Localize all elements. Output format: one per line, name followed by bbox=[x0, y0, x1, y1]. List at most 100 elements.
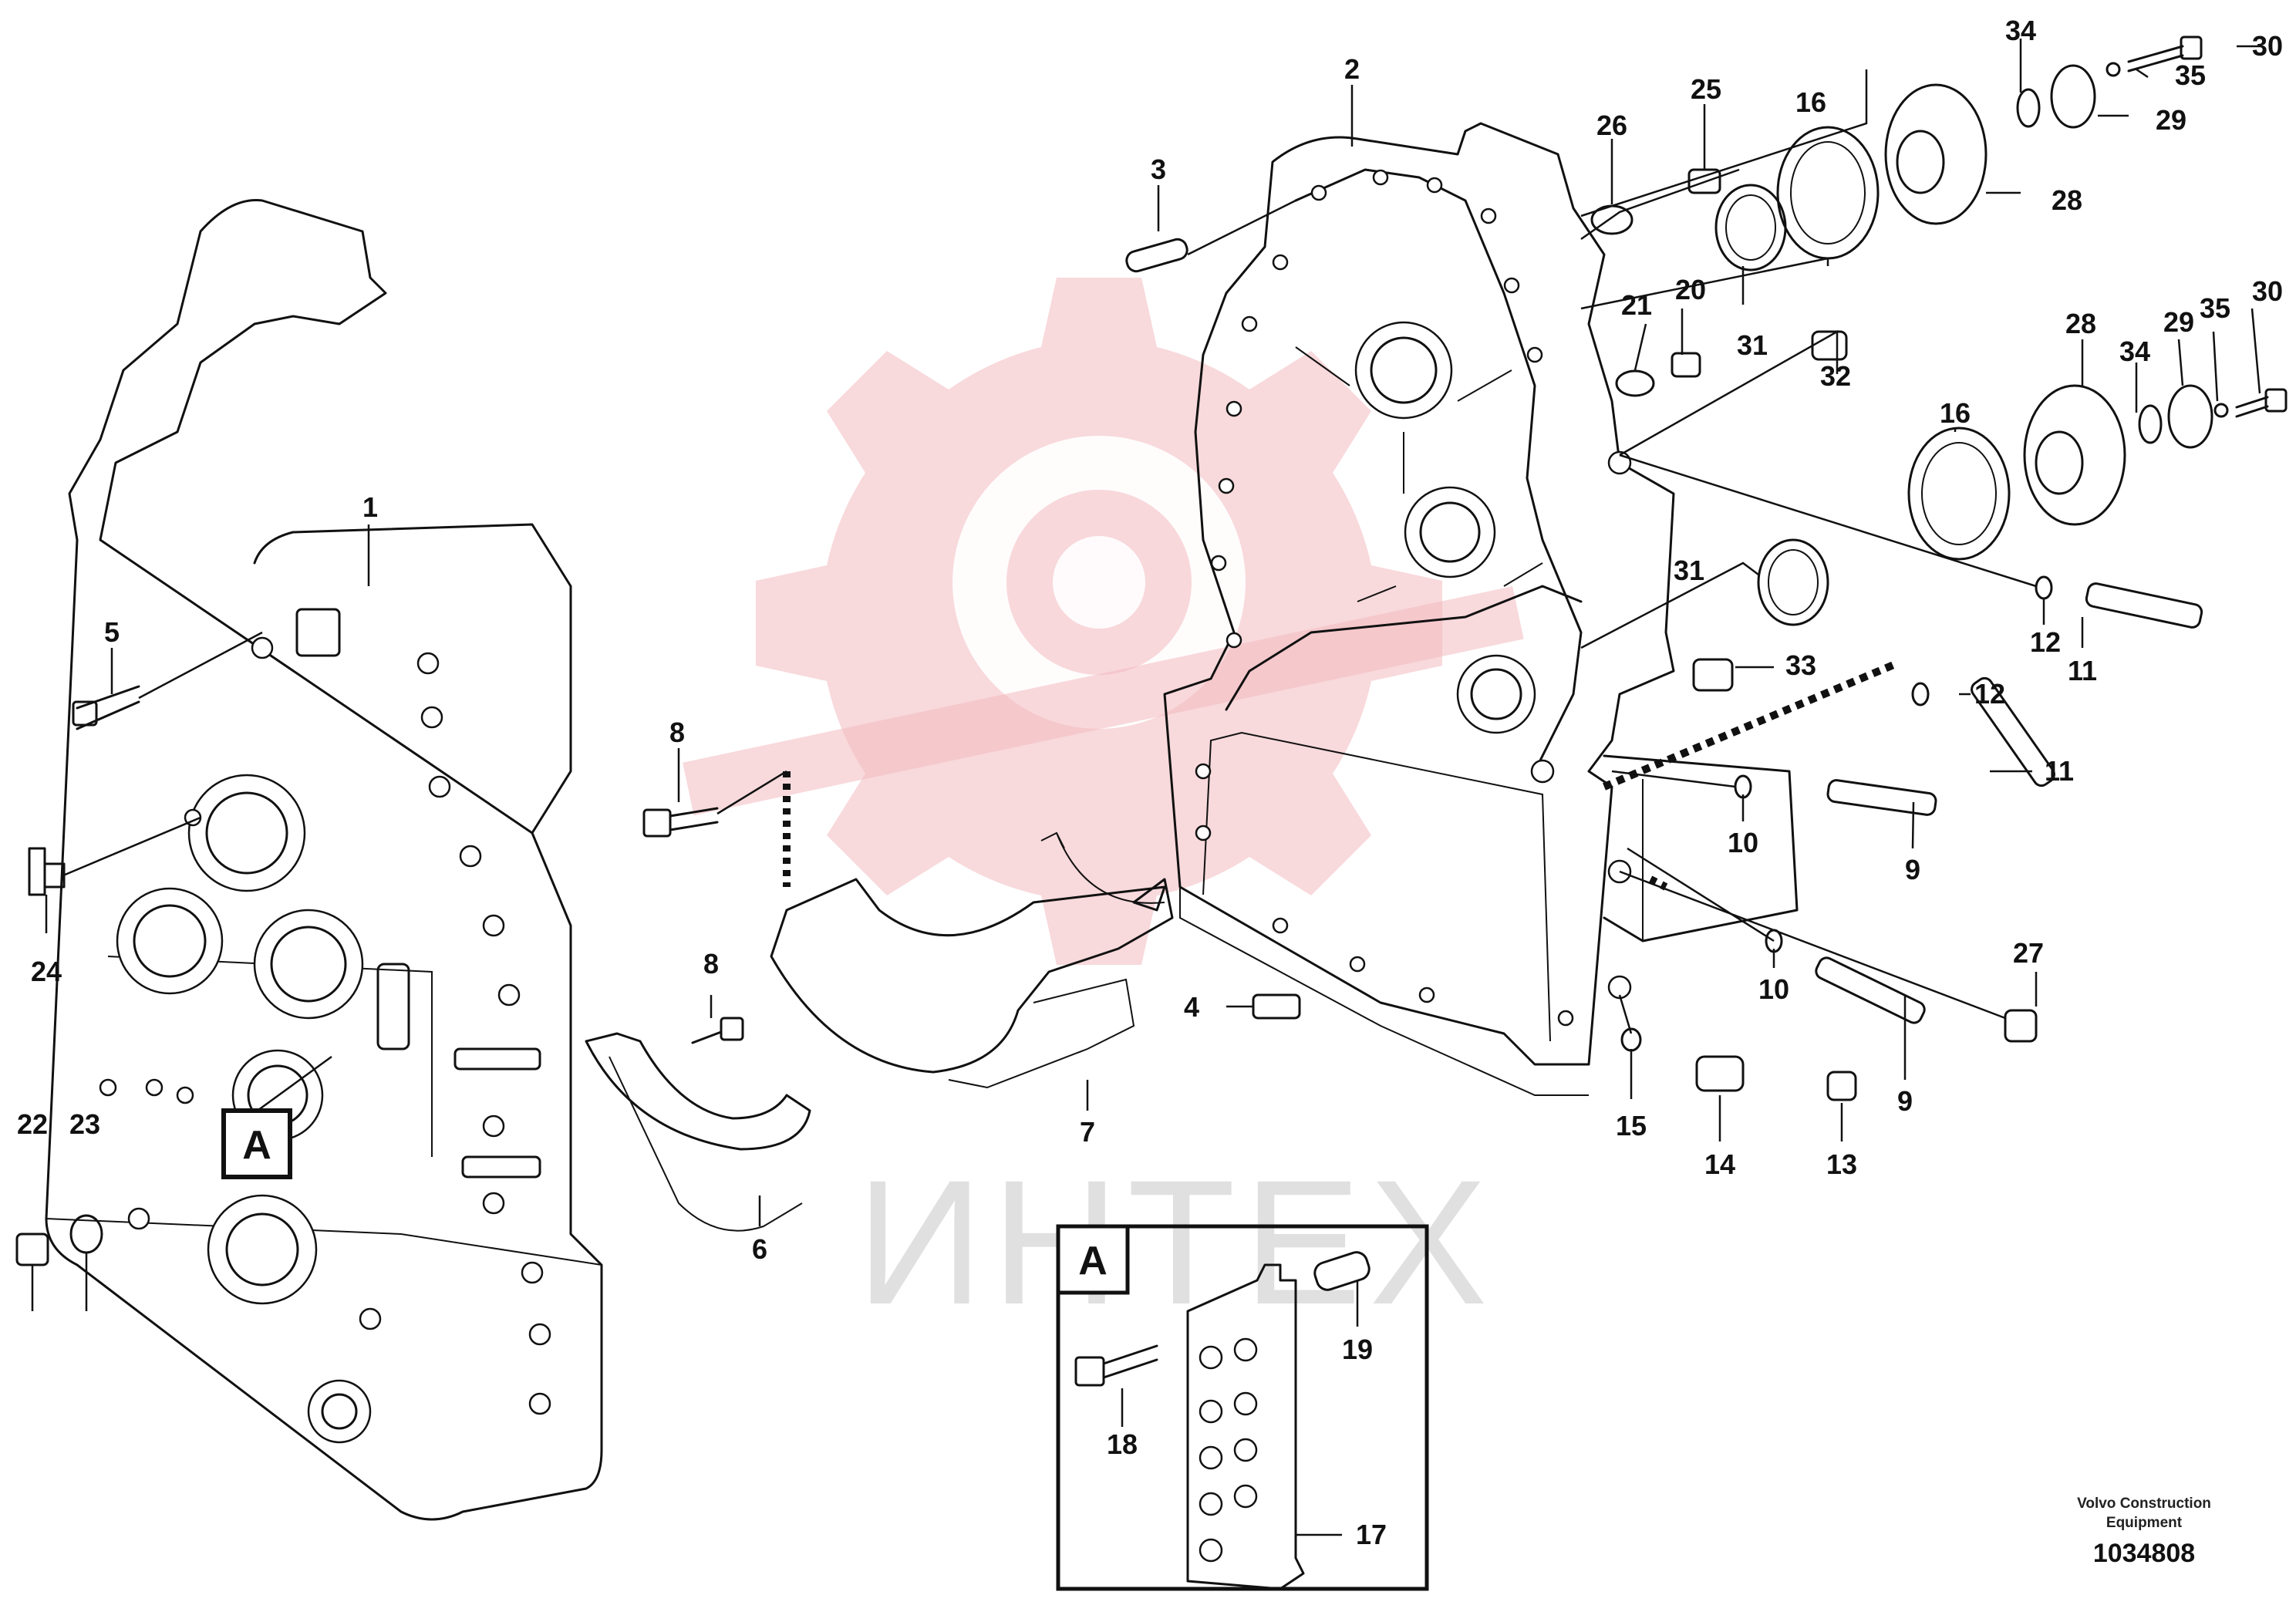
callout-11a: 11 bbox=[2068, 655, 2097, 686]
callout-21: 21 bbox=[1621, 289, 1652, 321]
callout-12b: 12 bbox=[1974, 678, 2005, 710]
sensor-4 bbox=[1252, 993, 1301, 1020]
callout-9b: 9 bbox=[1897, 1085, 1913, 1117]
plug-27 bbox=[2004, 1009, 2038, 1043]
callout-28b: 28 bbox=[2065, 308, 2096, 339]
callout-30a: 30 bbox=[2252, 30, 2283, 62]
brand-line-1: Volvo Construction bbox=[2077, 1496, 2211, 1512]
fasteners bbox=[15, 35, 2288, 1387]
callout-16a: 16 bbox=[1795, 86, 1826, 118]
callout-6: 6 bbox=[752, 1233, 767, 1265]
plug-13 bbox=[1826, 1071, 1857, 1101]
washer-23 bbox=[69, 1214, 103, 1254]
bolt-5 bbox=[72, 685, 140, 730]
callout-4: 4 bbox=[1184, 991, 1199, 1023]
detail-view-a: A bbox=[1056, 1224, 1429, 1591]
pipe-9a bbox=[1826, 779, 1937, 816]
leader-lines bbox=[31, 39, 2261, 1536]
bolt-8b bbox=[691, 1017, 744, 1044]
ring-12b bbox=[1911, 682, 1930, 706]
callout-35b: 35 bbox=[2200, 292, 2230, 324]
svg-text:A: A bbox=[242, 1123, 271, 1168]
callout-labels: 1 2 3 4 5 6 7 8 8 9 9 10 10 11 11 12 12 … bbox=[17, 15, 2283, 1550]
callout-18: 18 bbox=[1107, 1428, 1138, 1460]
callout-30b: 30 bbox=[2252, 275, 2283, 307]
callout-7: 7 bbox=[1080, 1116, 1095, 1148]
drawing-number: 1034808 bbox=[2093, 1539, 2195, 1568]
bolt-30b bbox=[2235, 388, 2288, 418]
washer-35a bbox=[2106, 62, 2121, 77]
dowel-19 bbox=[1313, 1251, 1371, 1291]
brand-line-2: Equipment bbox=[2106, 1515, 2183, 1531]
callout-11b: 11 bbox=[2045, 755, 2074, 787]
ring-12a bbox=[2035, 575, 2053, 600]
callout-26: 26 bbox=[1596, 110, 1627, 141]
washer-21 bbox=[1615, 369, 1655, 397]
shield-16b bbox=[1907, 427, 2011, 561]
cover-plate-6 bbox=[585, 1032, 811, 1232]
callout-29a: 29 bbox=[2156, 104, 2186, 136]
dowel-3 bbox=[1125, 238, 1188, 273]
callout-13: 13 bbox=[1826, 1148, 1857, 1180]
callout-2: 2 bbox=[1344, 53, 1360, 85]
callout-20: 20 bbox=[1675, 274, 1706, 305]
callout-8b: 8 bbox=[703, 948, 719, 980]
detail-marker-a: A bbox=[221, 1108, 292, 1179]
callout-33: 33 bbox=[1785, 649, 1816, 681]
flange-28a bbox=[1884, 83, 1988, 225]
plug-20 bbox=[1671, 352, 1701, 378]
pipe-9b bbox=[1815, 956, 1926, 1024]
callout-28a: 28 bbox=[2052, 184, 2082, 216]
washer-35b bbox=[2213, 403, 2229, 418]
housing-cover-main bbox=[1163, 122, 1675, 1096]
callout-19: 19 bbox=[1342, 1334, 1373, 1365]
callout-35a: 35 bbox=[2175, 59, 2206, 91]
bolt-18 bbox=[1074, 1344, 1158, 1387]
oring-34a bbox=[2016, 88, 2041, 128]
pipe-11a bbox=[2085, 582, 2203, 629]
callout-27: 27 bbox=[2013, 937, 2044, 969]
callout-34a: 34 bbox=[2005, 15, 2036, 46]
bolt-30a bbox=[2127, 35, 2203, 73]
cover-plate-7 bbox=[770, 831, 1174, 1089]
callout-16b: 16 bbox=[1940, 397, 1971, 429]
callout-32: 32 bbox=[1820, 360, 1851, 392]
flange-28b bbox=[2023, 384, 2126, 526]
ring-10a bbox=[1734, 774, 1752, 799]
callout-8a: 8 bbox=[669, 717, 685, 748]
callout-5: 5 bbox=[104, 616, 120, 648]
svg-text:A: A bbox=[1078, 1239, 1108, 1283]
callout-34b: 34 bbox=[2119, 336, 2150, 367]
valve-plate-17 bbox=[1186, 1263, 1305, 1590]
callout-10a: 10 bbox=[1728, 827, 1758, 858]
oring-34b bbox=[2138, 404, 2163, 444]
washer-29a bbox=[2050, 64, 2096, 129]
callout-31b: 31 bbox=[1674, 555, 1704, 586]
transmission-housing-left bbox=[45, 199, 603, 1521]
bolt-8a bbox=[642, 807, 719, 838]
callout-12a: 12 bbox=[2030, 626, 2061, 658]
footer-block: Volvo Construction Equipment 1034808 bbox=[2077, 1496, 2211, 1568]
callout-15: 15 bbox=[1616, 1110, 1647, 1141]
callout-17: 17 bbox=[1356, 1519, 1387, 1550]
callout-10b: 10 bbox=[1758, 973, 1789, 1005]
callout-22: 22 bbox=[17, 1108, 48, 1140]
callout-29b: 29 bbox=[2163, 306, 2194, 338]
seal-31b bbox=[1757, 538, 1829, 626]
callout-14: 14 bbox=[1704, 1148, 1735, 1180]
sensor-24 bbox=[28, 847, 66, 896]
plug-14 bbox=[1695, 1055, 1745, 1092]
callout-31a: 31 bbox=[1737, 329, 1768, 361]
pipe-11b bbox=[1971, 676, 2055, 787]
callout-9a: 9 bbox=[1905, 854, 1920, 885]
callout-3: 3 bbox=[1151, 153, 1166, 185]
housing-side-block bbox=[1603, 754, 1799, 943]
plug-33 bbox=[1692, 658, 1734, 692]
callout-25: 25 bbox=[1691, 73, 1721, 105]
seal-31a bbox=[1714, 184, 1787, 271]
plug-22 bbox=[15, 1233, 49, 1266]
callout-23: 23 bbox=[69, 1108, 100, 1140]
callout-24: 24 bbox=[31, 956, 62, 987]
washer-29b bbox=[2167, 384, 2213, 449]
